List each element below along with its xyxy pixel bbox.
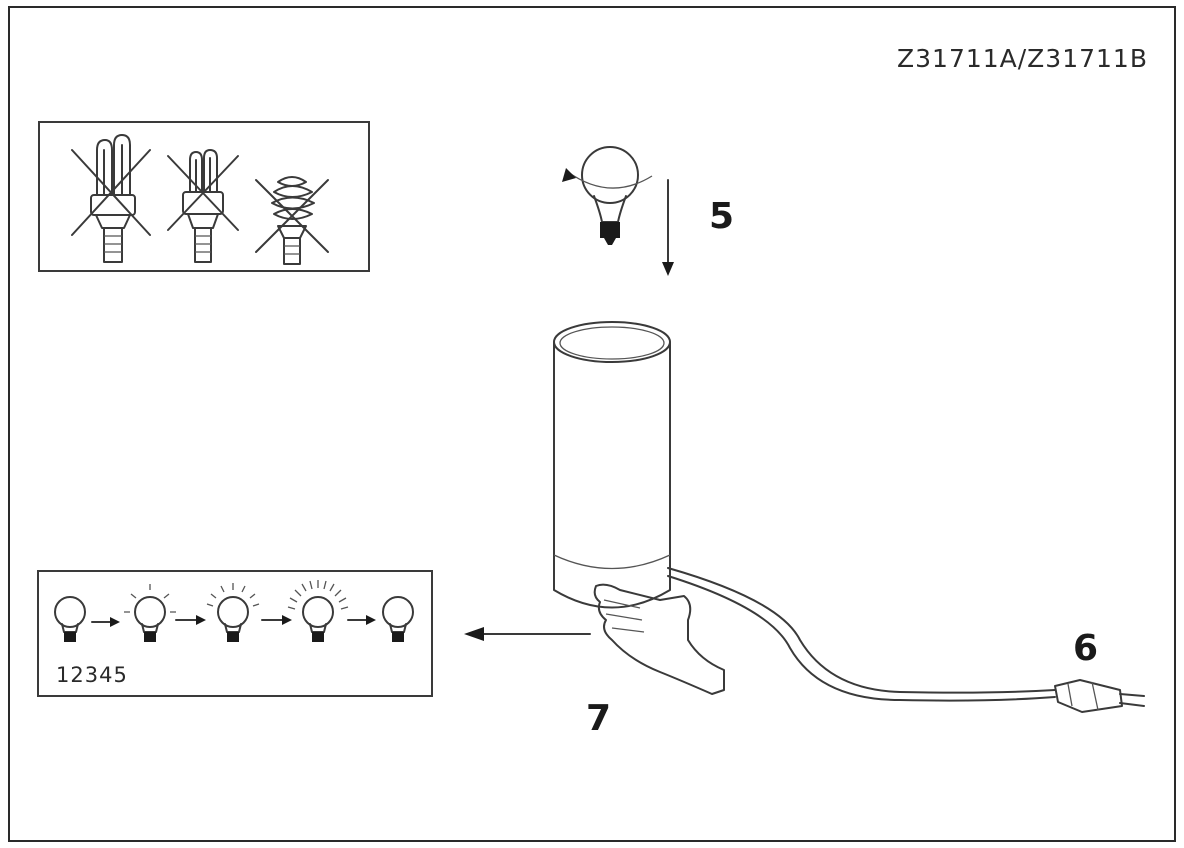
dimming-sequence-panel (37, 570, 433, 697)
hand-icon (593, 583, 725, 695)
power-cable (667, 567, 1056, 702)
forbidden-bulbs-panel (38, 121, 370, 272)
bulb-dim-level-2-icon (206, 583, 260, 642)
table-lamp (553, 321, 671, 609)
model-number: Z31711A/Z31711B (897, 44, 1148, 73)
left-arrow-icon (464, 627, 591, 641)
bulb-insert-icon (562, 146, 653, 245)
instruction-sheet (8, 6, 1176, 842)
small-right-arrow-icon (261, 615, 292, 625)
bulb-dim-level-1-icon (124, 584, 176, 642)
bulb-off-icon (54, 596, 86, 642)
step-7-label: 7 (586, 698, 612, 739)
small-right-arrow-icon (175, 615, 206, 625)
cfl-small-tube-bulb-crossed-icon (167, 149, 239, 263)
cfl-spiral-bulb-crossed-icon (255, 176, 329, 265)
cfl-double-tube-bulb-crossed-icon (71, 134, 151, 263)
down-arrow-icon (662, 179, 674, 276)
bulb-dim-level-3-icon (287, 580, 349, 642)
small-right-arrow-icon (91, 617, 120, 627)
dimming-levels-label: 12345 (56, 663, 128, 687)
step-5-label: 5 (709, 196, 735, 237)
bulb-off-icon (382, 596, 414, 642)
plug-icon (1054, 679, 1145, 713)
small-right-arrow-icon (347, 615, 376, 625)
step-6-label: 6 (1073, 628, 1099, 669)
